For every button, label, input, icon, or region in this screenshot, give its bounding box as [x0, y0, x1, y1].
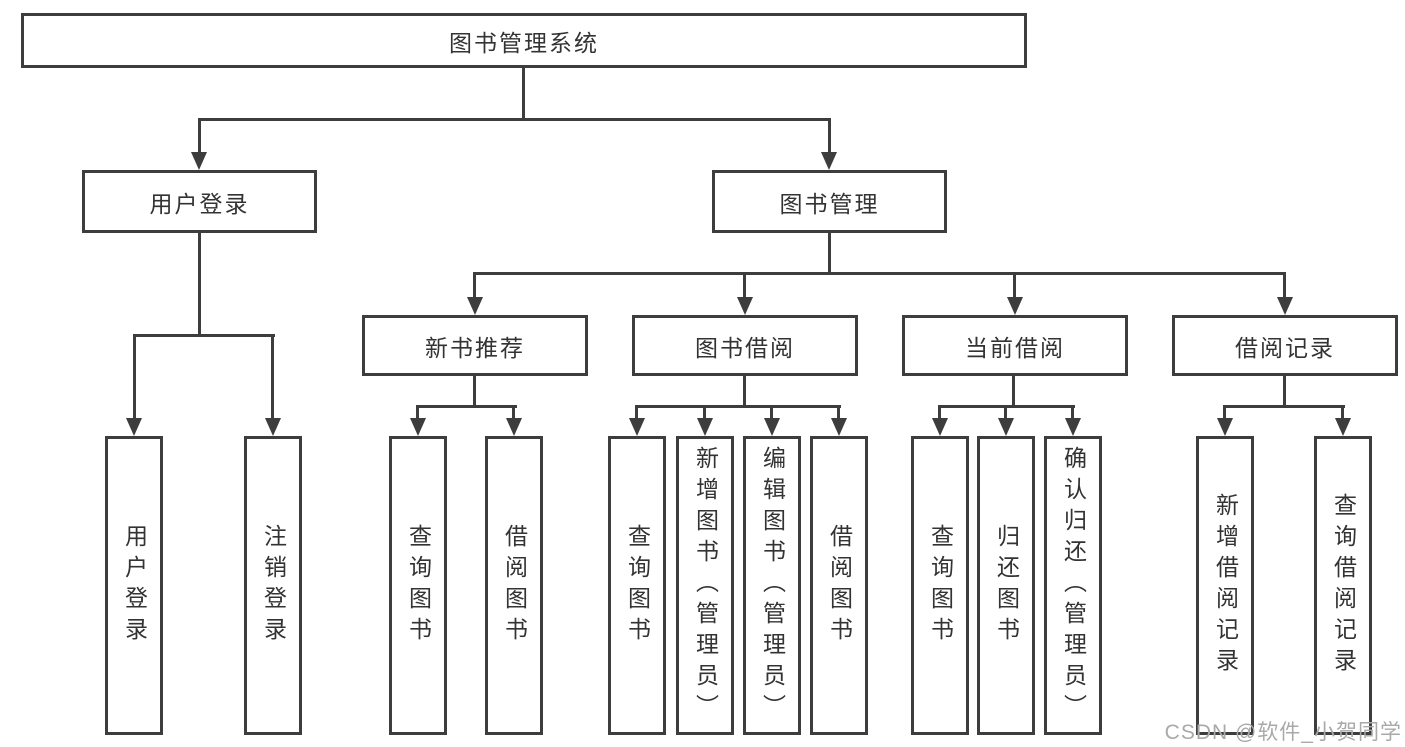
- connector-line: [703, 405, 706, 420]
- arrowhead-down: [1217, 418, 1233, 436]
- connector-line: [133, 334, 136, 420]
- node-leaf-return-books: 归还图书: [977, 436, 1035, 735]
- arrowhead-down: [265, 418, 281, 436]
- arrowhead-down: [998, 418, 1014, 436]
- leaf-label: 用户登录: [121, 523, 148, 648]
- arrowhead-down: [191, 152, 207, 170]
- arrowhead-down: [467, 297, 483, 315]
- connector-line: [271, 334, 274, 420]
- arrowhead-down: [697, 418, 713, 436]
- arrowhead-down: [1335, 418, 1351, 436]
- connector-line: [473, 272, 476, 301]
- csdn-watermark: CSDN @软件_小贺同学: [1164, 721, 1402, 744]
- connector-line: [1283, 374, 1286, 408]
- leaf-label: 新增图书（管理员）: [692, 446, 719, 725]
- connector-line: [416, 405, 419, 420]
- leaf-label: 新增借阅记录: [1212, 492, 1239, 679]
- node-book-borrow: 图书借阅: [632, 315, 858, 376]
- arrowhead-down: [764, 418, 780, 436]
- node-user-login: 用户登录: [82, 170, 317, 233]
- node-leaf-logout: 注销登录: [244, 436, 302, 735]
- leaf-label: 查询图书: [624, 523, 651, 648]
- node-root: 图书管理系统: [21, 13, 1027, 68]
- node-leaf-confirm-return-admin: 确认归还（管理员）: [1044, 436, 1102, 735]
- connector-line: [828, 231, 831, 275]
- node-leaf-add-borrow-record: 新增借阅记录: [1196, 436, 1254, 735]
- node-new-book-recommend: 新书推荐: [362, 315, 588, 376]
- connector-line: [512, 405, 515, 420]
- arrowhead-down: [1277, 297, 1293, 315]
- node-leaf-query-books-borrow: 查询图书: [608, 436, 666, 735]
- leaf-label: 借阅图书: [826, 523, 853, 648]
- connector-line: [743, 272, 746, 301]
- connector-line: [133, 334, 275, 337]
- connector-line: [198, 118, 201, 154]
- arrowhead-down: [821, 152, 837, 170]
- connector-line: [1283, 272, 1286, 301]
- arrowhead-down: [932, 418, 948, 436]
- leaf-label: 查询借阅记录: [1330, 492, 1357, 679]
- leaf-label: 查询图书: [405, 523, 432, 648]
- node-root-label: 图书管理系统: [449, 29, 599, 56]
- node-borrow-records: 借阅记录: [1172, 315, 1398, 376]
- connector-line: [1223, 405, 1345, 408]
- node-leaf-add-books-admin: 新增图书（管理员）: [676, 436, 734, 735]
- node-leaf-edit-books-admin: 编辑图书（管理员）: [743, 436, 801, 735]
- connector-line: [743, 374, 746, 408]
- node-leaf-query-books-recommend: 查询图书: [389, 436, 447, 735]
- connector-line: [635, 405, 638, 420]
- node-leaf-borrow-books: 借阅图书: [810, 436, 868, 735]
- connector-line: [198, 118, 831, 121]
- connector-line: [198, 231, 201, 336]
- node-user-login-label: 用户登录: [149, 190, 250, 217]
- node-book-management-label: 图书管理: [779, 190, 880, 217]
- leaf-label: 归还图书: [993, 523, 1020, 648]
- node-new-book-recommend-label: 新书推荐: [425, 334, 525, 361]
- connector-line: [770, 405, 773, 420]
- connector-line: [837, 405, 840, 420]
- node-leaf-user-login: 用户登录: [105, 436, 163, 735]
- connector-line: [828, 118, 831, 154]
- arrowhead-down: [126, 418, 142, 436]
- connector-line: [1004, 405, 1007, 420]
- leaf-label: 编辑图书（管理员）: [759, 446, 786, 725]
- connector-line: [1341, 405, 1344, 420]
- leaf-label: 确认归还（管理员）: [1060, 446, 1087, 725]
- connector-line: [1223, 405, 1226, 420]
- arrowhead-down: [629, 418, 645, 436]
- connector-line: [938, 405, 941, 420]
- connector-line: [1071, 405, 1074, 420]
- arrowhead-down: [831, 418, 847, 436]
- leaf-label: 查询图书: [927, 523, 954, 648]
- leaf-label: 借阅图书: [501, 523, 528, 648]
- arrowhead-down: [1065, 418, 1081, 436]
- connector-line: [1012, 374, 1015, 408]
- connector-line: [522, 66, 525, 120]
- connector-line: [1013, 272, 1016, 301]
- arrowhead-down: [737, 297, 753, 315]
- node-borrow-records-label: 借阅记录: [1235, 334, 1335, 361]
- arrowhead-down: [1007, 297, 1023, 315]
- connector-line: [416, 405, 517, 408]
- node-leaf-query-borrow-record: 查询借阅记录: [1314, 436, 1372, 735]
- leaf-label: 注销登录: [260, 523, 287, 648]
- node-book-management: 图书管理: [712, 170, 947, 233]
- connector-line: [473, 272, 1286, 275]
- connector-line: [473, 374, 476, 408]
- node-leaf-query-books-current: 查询图书: [911, 436, 969, 735]
- node-current-borrow-label: 当前借阅: [965, 334, 1065, 361]
- arrowhead-down: [410, 418, 426, 436]
- node-leaf-borrow-books-recommend: 借阅图书: [485, 436, 543, 735]
- connector-line: [635, 405, 841, 408]
- arrowhead-down: [506, 418, 522, 436]
- node-book-borrow-label: 图书借阅: [695, 334, 795, 361]
- node-current-borrow: 当前借阅: [902, 315, 1128, 376]
